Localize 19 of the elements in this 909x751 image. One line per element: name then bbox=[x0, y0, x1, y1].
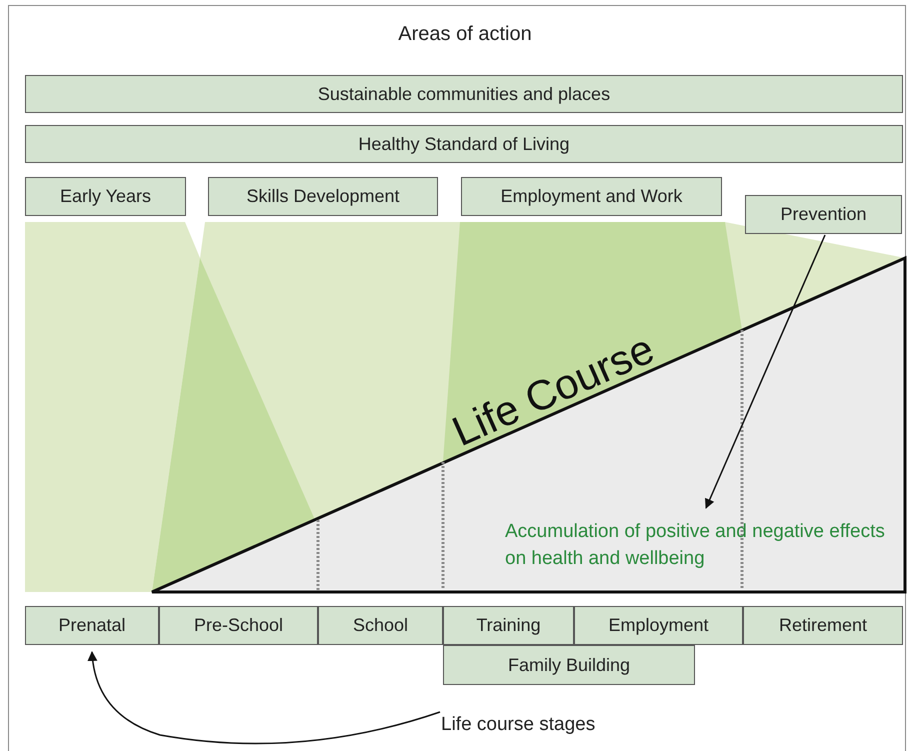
category-box: Employment and Work bbox=[461, 177, 722, 216]
category-box: School bbox=[318, 606, 443, 645]
category-box: Employment bbox=[574, 606, 743, 645]
category-box: Skills Development bbox=[208, 177, 438, 216]
category-box: Family Building bbox=[443, 645, 695, 685]
category-box: Pre-School bbox=[159, 606, 318, 645]
category-box: Training bbox=[443, 606, 574, 645]
category-box: Early Years bbox=[25, 177, 186, 216]
category-box: Prenatal bbox=[25, 606, 159, 645]
annotation-text: Accumulation of positive and negative effects on health and wellbeing bbox=[505, 518, 895, 572]
arrow bbox=[88, 651, 440, 744]
category-box: Sustainable communities and places bbox=[25, 75, 903, 113]
arrow bbox=[705, 234, 826, 509]
category-box: Healthy Standard of Living bbox=[25, 125, 903, 163]
title: Areas of action bbox=[397, 23, 533, 46]
category-box: Retirement bbox=[743, 606, 903, 645]
diagram-label: Life Course bbox=[445, 324, 661, 456]
caption-text: Life course stages bbox=[441, 714, 641, 736]
category-box: Prevention bbox=[745, 195, 902, 234]
